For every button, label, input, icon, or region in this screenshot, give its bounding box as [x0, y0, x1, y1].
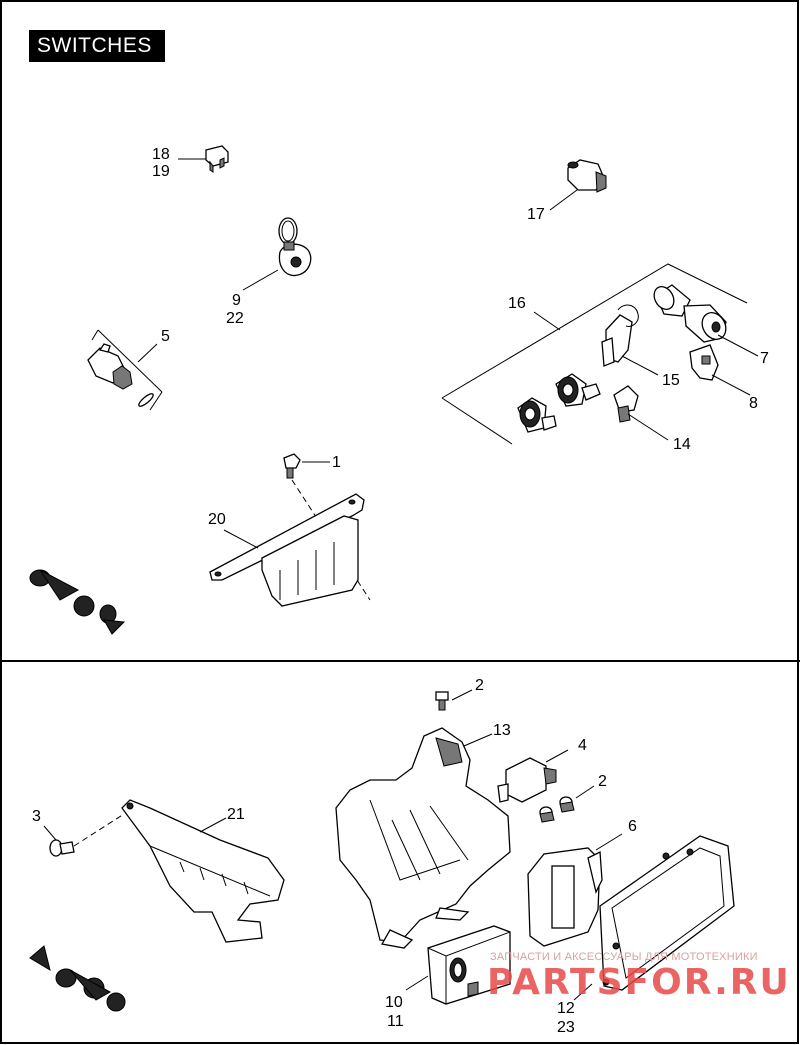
callout-1[interactable]: 1	[332, 454, 341, 471]
callout-14[interactable]: 14	[673, 436, 691, 453]
callout-10[interactable]: 10	[385, 994, 403, 1011]
part-1-bolt[interactable]	[283, 453, 330, 479]
callout-6[interactable]: 6	[628, 818, 637, 835]
part-13-housing[interactable]	[335, 727, 511, 949]
callout-2-mid[interactable]: 2	[598, 773, 607, 790]
watermark-tagline: ЗАПЧАСТИ И АКСЕССУАРЫ ДЛЯ МОТОТЕХНИКИ	[490, 951, 758, 963]
part-5-neutral-switch[interactable]	[87, 329, 163, 411]
callout-20[interactable]: 20	[208, 511, 226, 528]
callout-4[interactable]: 4	[578, 737, 587, 754]
part-2-screw-top[interactable]	[435, 689, 473, 711]
callout-22[interactable]: 22	[226, 310, 244, 327]
motorcycle-forward-icon	[29, 569, 126, 635]
callout-17[interactable]: 17	[527, 206, 545, 223]
page-title: SWITCHES	[29, 30, 165, 62]
callout-23[interactable]: 23	[557, 1019, 575, 1036]
callout-16[interactable]: 16	[508, 295, 526, 312]
callout-7[interactable]: 7	[760, 350, 769, 367]
callout-2-top[interactable]: 2	[475, 677, 484, 694]
part-10-block[interactable]	[405, 925, 511, 1005]
part-17-switch[interactable]	[549, 159, 607, 211]
callout-9[interactable]: 9	[232, 292, 241, 309]
part-2-screws-mid[interactable]	[539, 785, 595, 823]
kit-16-lock-set[interactable]	[441, 263, 759, 445]
watermark-brand: PARTSFOR.RU	[487, 962, 791, 1003]
part-9-key-fob[interactable]	[242, 217, 312, 291]
part-20-bracket[interactable]	[209, 493, 365, 607]
part-21-mount-bracket[interactable]	[121, 799, 285, 943]
callout-3[interactable]: 3	[32, 808, 41, 825]
callout-13[interactable]: 13	[493, 722, 511, 739]
callout-11[interactable]: 11	[387, 1013, 404, 1030]
part-12-panel[interactable]	[573, 835, 735, 1001]
part-3-fastener[interactable]	[43, 825, 75, 857]
callout-12[interactable]: 12	[557, 1000, 575, 1017]
callout-15[interactable]: 15	[662, 372, 680, 389]
part-6-cover[interactable]	[527, 833, 623, 947]
callout-18[interactable]: 18	[152, 146, 170, 163]
assembly-line-3	[73, 813, 125, 847]
callout-19[interactable]: 19	[152, 163, 170, 180]
motorcycle-rear-icon	[29, 945, 126, 1012]
section-divider	[0, 660, 800, 662]
callout-5[interactable]: 5	[161, 328, 170, 345]
part-18-fuse[interactable]	[178, 145, 229, 173]
callout-8[interactable]: 8	[749, 395, 758, 412]
part-4-relay[interactable]	[497, 749, 569, 803]
callout-21[interactable]: 21	[227, 806, 245, 823]
